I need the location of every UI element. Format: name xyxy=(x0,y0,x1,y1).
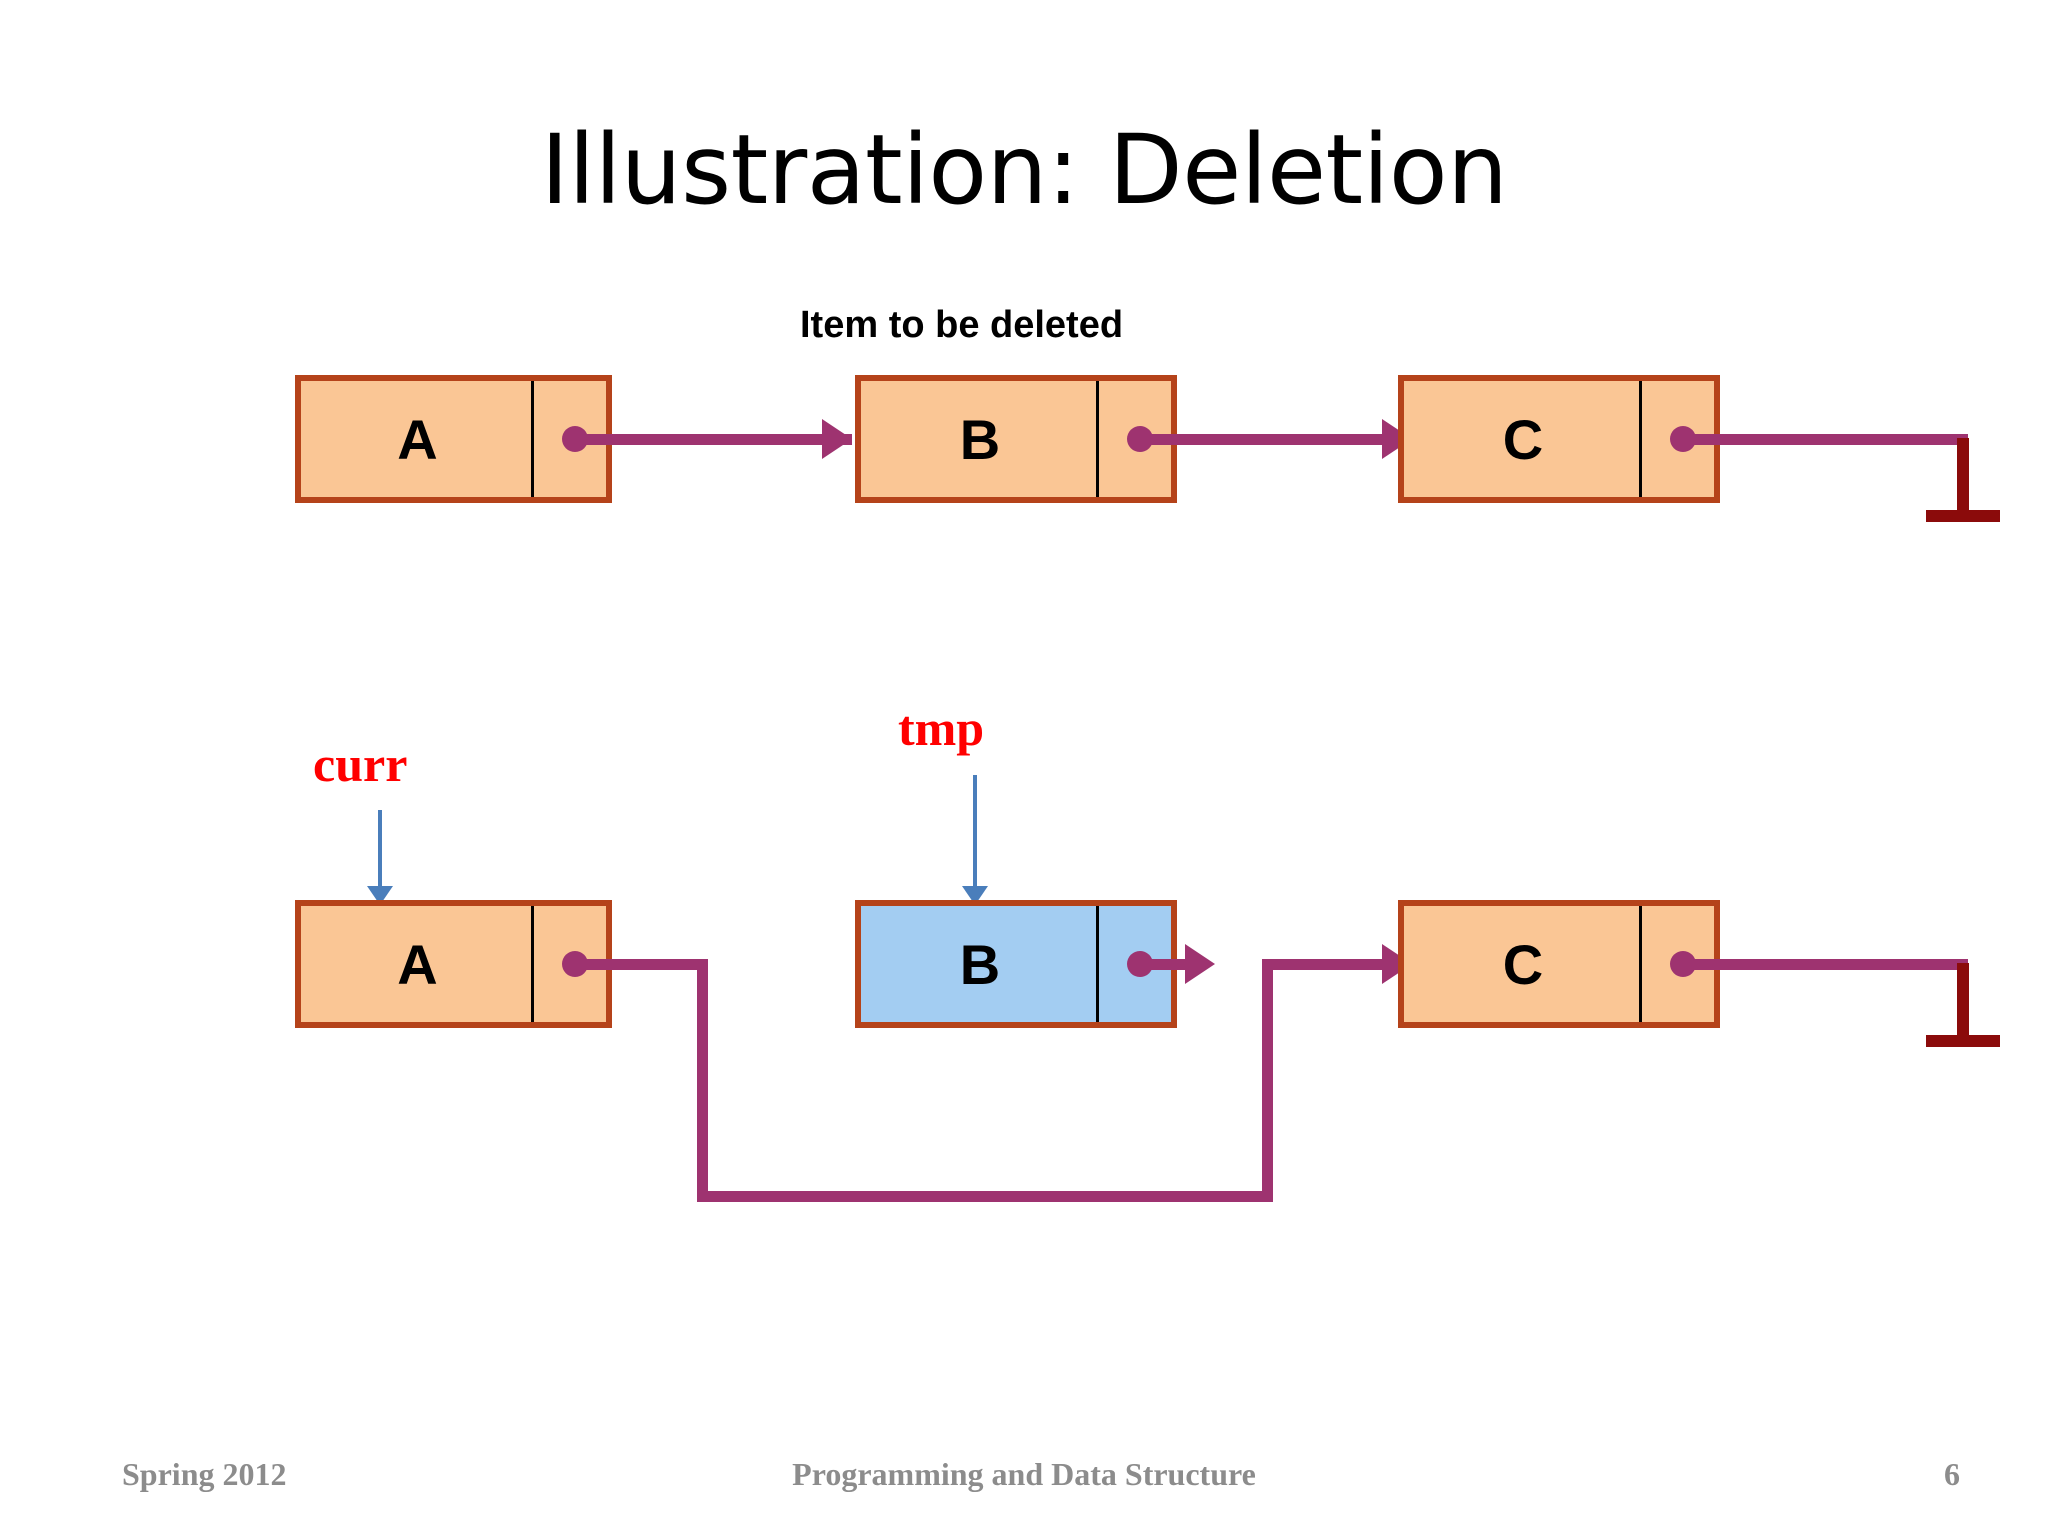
node-b-before-value: B xyxy=(959,407,1001,471)
footer-page-number: 6 xyxy=(1944,1456,1960,1492)
node-c-after-value: C xyxy=(1502,932,1544,996)
node-a-after-value: A xyxy=(397,932,438,996)
null-bar xyxy=(1926,510,2000,522)
footer-course-name: Programming and Data Structure xyxy=(792,1456,1256,1492)
node-a-before: A xyxy=(295,375,612,503)
wire-a-bypass-segment-out xyxy=(570,959,708,970)
node-b-before: B xyxy=(855,375,1177,503)
wire-a-bypass-segment-down xyxy=(697,959,708,1202)
wire-b-to-c-before xyxy=(1130,434,1412,445)
node-c-before: C xyxy=(1398,375,1720,503)
node-divider xyxy=(1096,906,1099,1022)
pointer-arrow-tmp-icon xyxy=(962,775,988,905)
pointer-label-curr: curr xyxy=(313,736,408,792)
node-a-before-value: A xyxy=(397,407,438,471)
null-terminator-icon-before xyxy=(1926,438,2000,522)
wire-c-to-null-before xyxy=(1673,434,1968,445)
wire-c-to-null-after xyxy=(1673,959,1968,970)
null-stem xyxy=(1957,963,1969,1041)
node-c-after: C xyxy=(1398,900,1720,1028)
node-b-after-value: B xyxy=(959,932,1001,996)
arrow-head-icon xyxy=(822,419,852,459)
null-terminator-icon-after xyxy=(1926,963,2000,1047)
wire-b-to-c-after xyxy=(1130,959,1188,970)
arrow-head-icon xyxy=(1185,944,1215,984)
caption-item-to-be-deleted: Item to be deleted xyxy=(800,304,1124,346)
node-divider xyxy=(1639,906,1642,1022)
pointer-arrow-curr-icon xyxy=(367,810,393,905)
wire-a-to-b-before xyxy=(570,434,852,445)
node-divider xyxy=(1639,381,1642,497)
wire-a-bypass-segment-in xyxy=(1262,959,1412,970)
null-stem xyxy=(1957,438,1969,516)
footer-term: Spring 2012 xyxy=(122,1456,287,1492)
page-title: Illustration: Deletion xyxy=(540,114,1508,226)
node-divider xyxy=(531,381,534,497)
pointer-label-tmp: tmp xyxy=(898,700,985,756)
wire-a-bypass-segment-up xyxy=(1262,959,1273,1202)
node-c-before-value: C xyxy=(1502,407,1544,471)
slide-footer: Spring 2012 Programming and Data Structu… xyxy=(0,1448,2048,1508)
null-bar xyxy=(1926,1035,2000,1047)
node-a-after: A xyxy=(295,900,612,1028)
node-divider xyxy=(531,906,534,1022)
node-b-after-highlighted: B xyxy=(855,900,1177,1028)
wire-a-bypass-segment-bottom xyxy=(697,1191,1273,1202)
node-divider xyxy=(1096,381,1099,497)
